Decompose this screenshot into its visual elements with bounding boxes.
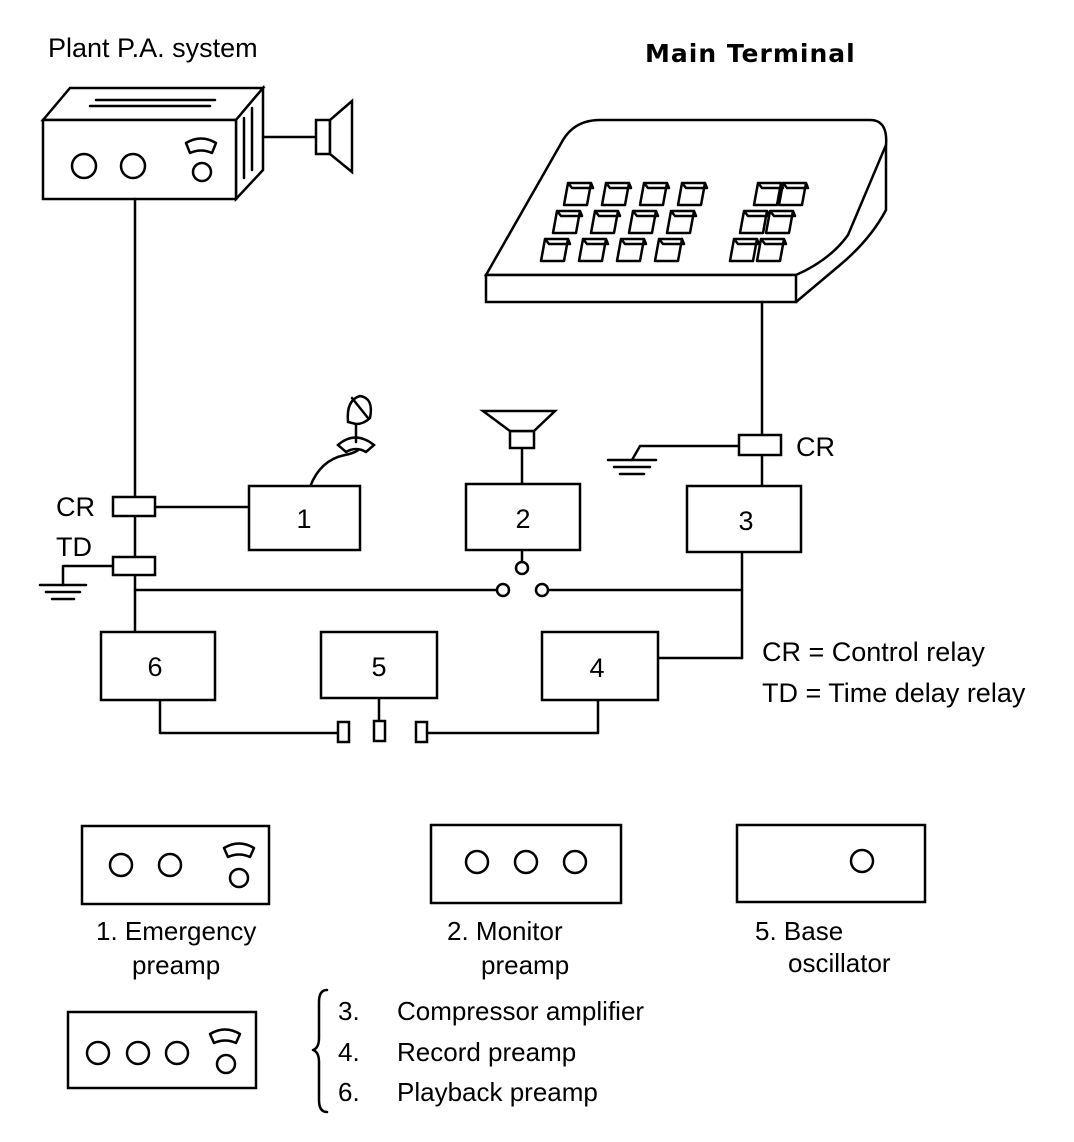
box-5: [319, 630, 439, 700]
box-4: [540, 630, 660, 702]
box-6-label: 6: [147, 652, 162, 682]
box-4-label: 4: [589, 653, 604, 683]
monitor-speaker-icon: [479, 409, 559, 450]
panel-base-oscillator: [735, 823, 927, 904]
microphone-icon: [336, 394, 376, 454]
console-key-icon: [755, 237, 788, 263]
panel-2-caption-line1: 2. Monitor: [447, 916, 563, 946]
wiring: [133, 197, 764, 735]
console-key-icon: [615, 237, 648, 263]
box-2-label: 2: [515, 504, 530, 534]
panel-1-caption-line2: preamp: [132, 950, 220, 980]
panel-monitor-preamp: [429, 823, 623, 905]
box-2: [464, 482, 582, 552]
box-1-label: 1: [296, 504, 311, 534]
main-terminal-title: Main Terminal: [645, 39, 856, 68]
group-item-1-num: 3.: [338, 996, 360, 1026]
plant-pa-title: Plant P.A. system: [48, 33, 258, 63]
time-delay-relay: [111, 555, 157, 577]
box-5-label: 5: [371, 652, 386, 682]
panel-5-caption-line1: 5. Base: [755, 916, 843, 946]
group-brace: [311, 988, 329, 1114]
ground-right-icon: [606, 444, 741, 476]
jack-connectors: [336, 719, 429, 744]
group-item-3-num: 6.: [338, 1077, 360, 1107]
console-keys: [539, 181, 810, 263]
panel-amplifier-group: [66, 1010, 258, 1090]
panel-1-caption-line1: 1. Emergency: [96, 916, 256, 946]
pa-amplifier-icon: [40, 84, 266, 203]
control-relay-left: [111, 495, 157, 518]
console-key-icon: [539, 237, 572, 263]
main-terminal-console-icon: [483, 118, 888, 304]
panel-emergency-preamp: [80, 824, 271, 906]
console-key-icon: [627, 209, 660, 235]
control-relay-right: [737, 433, 783, 457]
box-1: [247, 484, 362, 552]
box-6: [99, 630, 217, 702]
console-key-icon: [562, 181, 595, 207]
td-left-label: TD: [56, 532, 92, 562]
group-item-2-label: Record preamp: [397, 1037, 576, 1067]
console-key-icon: [738, 209, 771, 235]
selector-switch: [495, 560, 550, 598]
console-key-icon: [764, 209, 797, 235]
panel-2-caption-line2: preamp: [481, 950, 569, 980]
legend-cr: CR = Control relay: [762, 637, 985, 667]
console-key-icon: [589, 209, 622, 235]
group-item-1-label: Compressor amplifier: [397, 996, 644, 1026]
console-key-icon: [653, 237, 686, 263]
cr-right-label: CR: [796, 432, 835, 462]
ground-left-icon: [38, 564, 115, 601]
box-3: [685, 484, 803, 554]
console-key-icon: [777, 181, 810, 207]
console-key-icon: [577, 237, 610, 263]
group-item-3-label: Playback preamp: [397, 1077, 598, 1107]
console-key-icon: [600, 181, 633, 207]
console-key-icon: [676, 181, 709, 207]
group-item-2-num: 4.: [338, 1037, 360, 1067]
console-key-icon: [665, 209, 698, 235]
cr-left-label: CR: [56, 492, 95, 522]
console-key-icon: [728, 237, 761, 263]
pa-speaker-icon: [261, 98, 354, 175]
legend-td: TD = Time delay relay: [762, 678, 1026, 708]
panel-5-caption-line2: oscillator: [788, 948, 891, 978]
console-key-icon: [638, 181, 671, 207]
console-key-icon: [551, 209, 584, 235]
box-3-label: 3: [738, 506, 753, 536]
